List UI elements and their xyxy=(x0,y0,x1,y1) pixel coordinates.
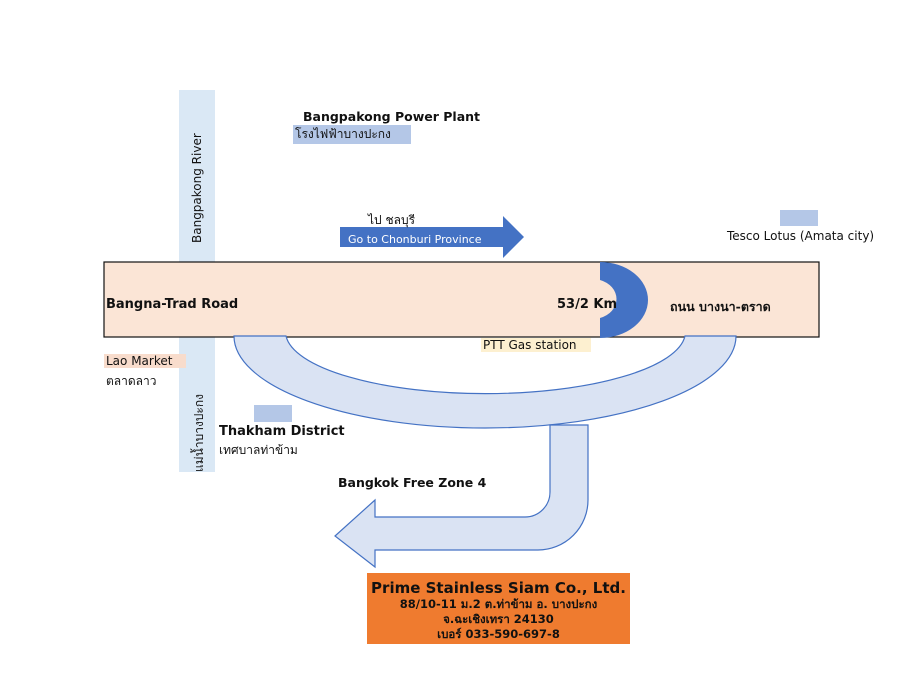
thakham-label-en: Thakham District xyxy=(219,424,345,439)
road-label-en: Bangna-Trad Road xyxy=(106,297,239,312)
km-marker-label: 53/2 Km xyxy=(557,297,618,312)
power-plant-label-th: โรงไฟฟ้าบางปะกง xyxy=(293,125,411,144)
free-zone-label: Bangkok Free Zone 4 xyxy=(338,475,487,490)
direction-label-en: Go to Chonburi Province xyxy=(348,233,482,246)
lao-market-label-th: ตลาดลาว xyxy=(106,374,157,388)
tesco-label: Tesco Lotus (Amata city) xyxy=(727,229,875,243)
ptt-gas-station-label: PTT Gas station xyxy=(481,338,591,352)
u-turn-marker xyxy=(600,262,648,338)
company-address-line2: จ.ฉะเชิงเทรา 24130 xyxy=(443,612,554,626)
lao-market-label-en: Lao Market xyxy=(104,354,187,368)
company-name: Prime Stainless Siam Co., Ltd. xyxy=(371,579,626,597)
thakham-swatch xyxy=(254,405,292,422)
power-plant-label-en: Bangpakong Power Plant xyxy=(303,109,481,124)
bangna-trad-road xyxy=(103,261,820,338)
river-label-en: Bangpakong River xyxy=(190,133,204,243)
thakham-label-th: เทศบาลท่าข้าม xyxy=(219,443,298,457)
company-info-box: Prime Stainless Siam Co., Ltd. 88/10-11 … xyxy=(367,573,630,644)
tesco-swatch xyxy=(780,210,818,226)
river-road-crossing xyxy=(179,263,215,336)
route-arrow xyxy=(233,335,737,429)
company-phone: เบอร์ 033-590-697-8 xyxy=(437,627,560,641)
road-label-th: ถนน บางนา-ตราด xyxy=(670,299,771,314)
route-arrow-down-left xyxy=(334,424,589,569)
chonburi-direction-arrow xyxy=(340,216,524,258)
river-label-th: แม่น้ำบางปะกง xyxy=(192,394,206,472)
direction-label-th: ไป ชลบุรี xyxy=(368,213,416,227)
company-address-line1: 88/10-11 ม.2 ต.ท่าข้าม อ. บางปะกง xyxy=(399,597,598,611)
